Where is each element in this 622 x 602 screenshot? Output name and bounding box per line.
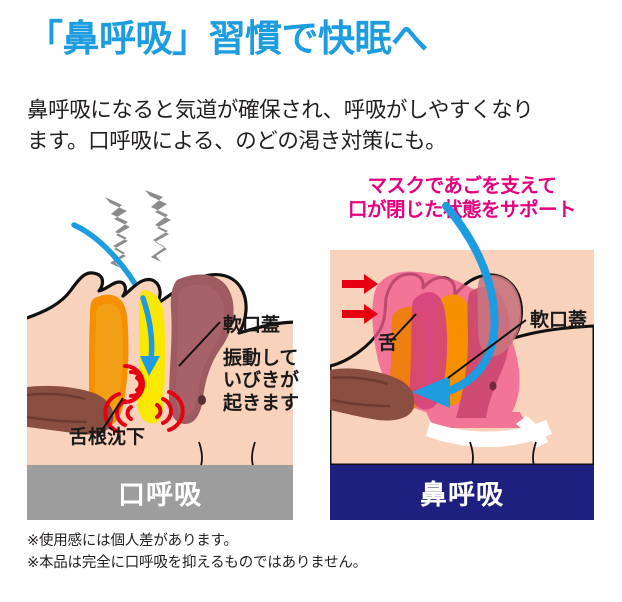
page-title: 「鼻呼吸」習慣で快眠へ (26, 18, 428, 59)
vibration-waves-icon (103, 364, 185, 434)
footnote-line-1: ※使用感には個人差があります。 (27, 533, 238, 549)
label-vibration-line-2: いびきが (223, 370, 300, 392)
panel-nose-breathing: マスクであごを支えて 口が閉じた状態をサポート (330, 170, 594, 520)
banner-mouth-breathing: 口呼吸 (27, 465, 293, 520)
throat-passage (330, 368, 415, 421)
snore-zigzag-icon (105, 190, 171, 268)
footnotes: ※使用感には個人差があります。 ※本品は完全に口呼吸を抑えるものではありません。 (27, 530, 587, 575)
label-tongue: 舌 (378, 333, 398, 354)
label-vibration-line-1: 振動して (223, 348, 299, 369)
soft-palate-tissue (169, 274, 234, 424)
label-soft-palate-right: 軟口蓋 (530, 310, 588, 331)
red-arrows-icon (342, 274, 378, 324)
support-heading-line-1: マスクであごを支えて (367, 175, 557, 197)
lede-line-2: ます。口呼吸による、のどの渇き対策にも。 (27, 128, 447, 153)
label-soft-palate-left: 軟口蓋 (223, 315, 281, 336)
airflow-arrow-icon (442, 202, 499, 396)
mask-strap (426, 416, 552, 448)
lede-paragraph: 鼻呼吸になると気道が確保され、呼吸がしやすくなり ます。口呼吸による、のどの渇き… (27, 95, 607, 156)
nose-breathing-illustration (330, 202, 594, 473)
support-heading: マスクであごを支えて 口が閉じた状態をサポート (330, 174, 594, 223)
banner-nose-breathing: 鼻呼吸 (330, 465, 594, 520)
label-vibration-snore: 振動して いびきが 起きます (223, 348, 299, 415)
mouth-breathing-illustration (27, 190, 293, 473)
support-heading-line-2: 口が閉じた状態をサポート (347, 199, 577, 222)
airflow-arrowhead-icon (412, 376, 450, 408)
panel-mouth-breathing: 軟口蓋 振動して いびきが 起きます 舌根沈下 口呼吸 (27, 170, 299, 520)
label-vibration-line-3: 起きます (223, 392, 300, 414)
label-tongue-root: 舌根沈下 (69, 427, 146, 448)
airflow-arrowhead-icon (140, 295, 160, 376)
comparison-panels: 軟口蓋 振動して いびきが 起きます 舌根沈下 口呼吸 マスクであごを支えて 口… (0, 170, 622, 520)
throat-passage (27, 385, 114, 435)
lede-line-1: 鼻呼吸になると気道が確保され、呼吸がしやすくなり (27, 98, 534, 122)
footnote-line-2: ※本品は完全に口呼吸を抑えるものではありません。 (27, 555, 367, 572)
